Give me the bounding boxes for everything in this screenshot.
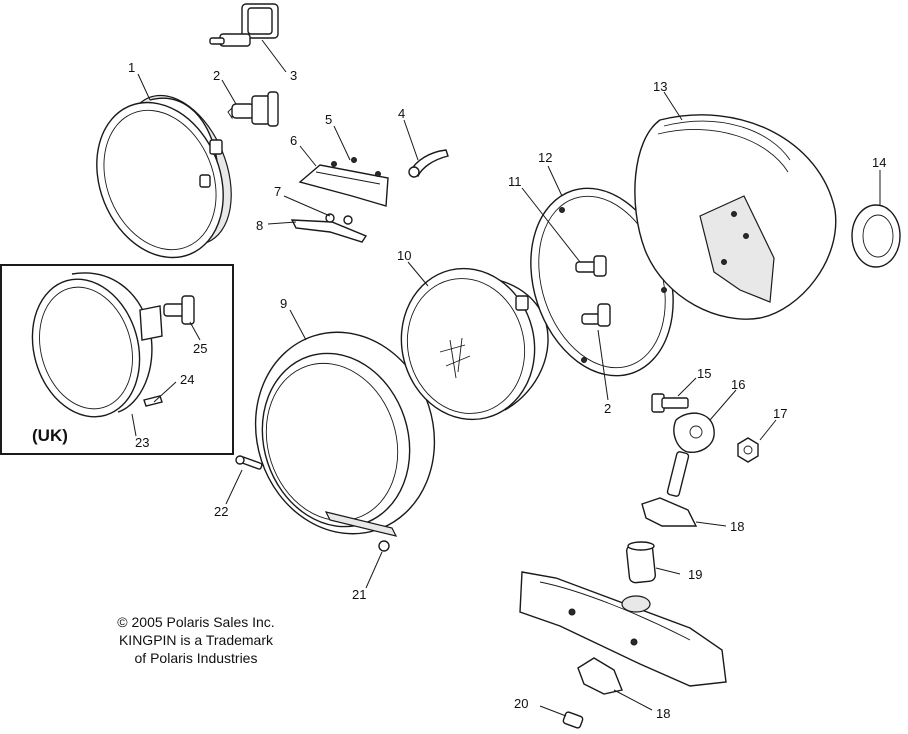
callout-22: 22 <box>214 504 228 519</box>
part-12-mounting-plate <box>530 187 674 377</box>
callout-3: 3 <box>290 68 297 83</box>
callout-1: 1 <box>128 60 135 75</box>
copyright-line-2: KINGPIN is a Trademark <box>118 632 274 648</box>
callout-17: 17 <box>773 406 787 421</box>
triple-clamp <box>519 571 727 687</box>
callout-6: 6 <box>290 133 297 148</box>
part-22-screw <box>235 455 263 470</box>
callout-18-upper: 18 <box>730 519 744 534</box>
callout-11: 11 <box>508 174 522 189</box>
leader-lines <box>131 39 881 717</box>
part-3-bulb-socket <box>209 3 279 47</box>
callout-25: 25 <box>193 341 207 356</box>
callout-21: 21 <box>352 587 366 602</box>
part-13-housing <box>634 114 837 320</box>
callout-23: 23 <box>135 435 149 450</box>
uk-label: (UK) <box>32 426 68 445</box>
callout-10: 10 <box>397 248 411 263</box>
copyright-notice: © 2005 Polaris Sales Inc. KINGPIN is a T… <box>76 613 316 667</box>
callout-14: 14 <box>872 155 886 170</box>
part-19-sleeve <box>625 541 657 584</box>
part-8-adjuster <box>290 213 368 243</box>
callout-15: 15 <box>697 366 711 381</box>
part-14-grommet <box>851 204 901 268</box>
callout-9: 9 <box>280 296 287 311</box>
copyright-line-1: © 2005 Polaris Sales Inc. <box>117 614 275 630</box>
copyright-line-3: of Polaris Industries <box>134 650 258 666</box>
callout-13: 13 <box>653 79 667 94</box>
part-18-clamp-lower <box>577 657 623 695</box>
part-4-clip <box>408 149 449 178</box>
part-2-bulb-upper <box>227 91 279 127</box>
part-9-trim-ring <box>254 331 436 537</box>
part-18-clamp-upper <box>641 497 698 527</box>
callout-24: 24 <box>180 372 194 387</box>
part-21-nut <box>378 540 390 552</box>
callout-4: 4 <box>398 106 405 121</box>
part-20-set-screw <box>562 711 584 729</box>
part-16-bracket <box>666 412 715 497</box>
part-10-headlamp <box>400 267 549 421</box>
callout-2-upper: 2 <box>213 68 220 83</box>
part-15-bolt <box>651 393 689 413</box>
part-25-uk-bulb <box>163 295 195 325</box>
uk-inset-box <box>0 264 234 455</box>
part-17-nut <box>737 437 759 463</box>
part-1-headlamp <box>96 94 232 259</box>
callout-7: 7 <box>274 184 281 199</box>
callout-12: 12 <box>538 150 552 165</box>
callout-numbers: 1 2 3 4 5 6 7 8 9 10 11 12 13 14 15 16 1… <box>32 60 886 721</box>
part-6-bracket <box>298 157 389 207</box>
callout-5: 5 <box>325 112 332 127</box>
callout-2-lower: 2 <box>604 401 611 416</box>
callout-8: 8 <box>256 218 263 233</box>
callout-18-lower: 18 <box>656 706 670 721</box>
callout-20: 20 <box>514 696 528 711</box>
callout-19: 19 <box>688 567 702 582</box>
callout-16: 16 <box>731 377 745 392</box>
part-23-uk-headlamp <box>31 272 163 418</box>
